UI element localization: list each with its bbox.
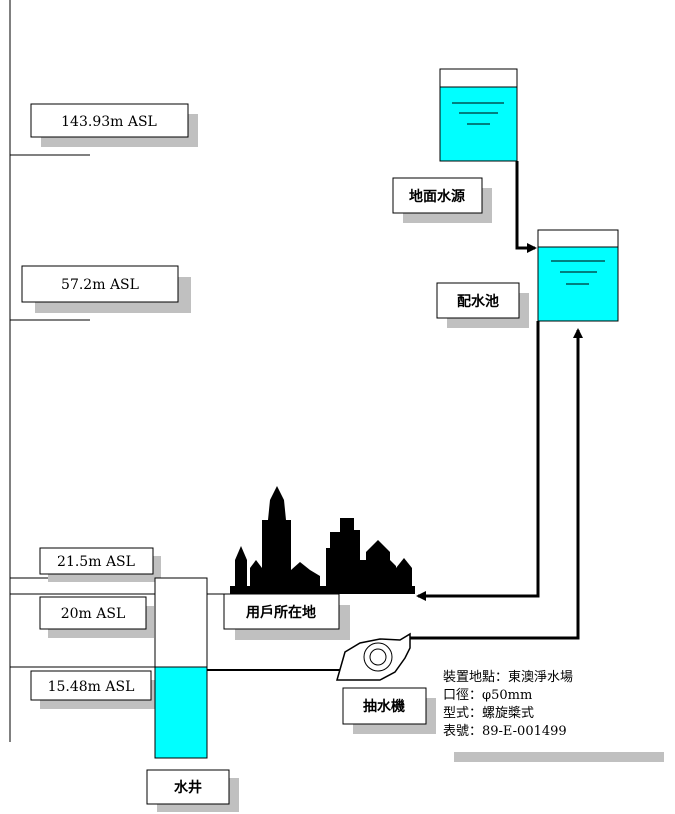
reservoir-label: 配水池 <box>436 282 529 328</box>
info-type: 型式：螺旋槳式 <box>443 706 534 721</box>
user-site-label: 用戶所在地 <box>223 593 350 640</box>
elevation-text: 20m ASL <box>61 606 126 622</box>
elevation-text: 21.5m ASL <box>57 554 135 570</box>
pump-icon <box>336 632 411 681</box>
elevation-label-15: 15.48m ASL <box>30 670 160 709</box>
svg-text:配水池: 配水池 <box>457 293 499 310</box>
elevation-text: 57.2m ASL <box>61 277 139 293</box>
pipe-source-to-reservoir <box>515 161 537 253</box>
elevation-text: 143.93m ASL <box>61 114 157 130</box>
svg-text:水井: 水井 <box>174 779 202 796</box>
svg-text:抽水機: 抽水機 <box>363 698 405 715</box>
well-label: 水井 <box>146 769 239 812</box>
svg-text:地面水源: 地面水源 <box>409 188 465 205</box>
pump-label: 抽水機 <box>342 687 436 734</box>
pipe-reservoir-to-city <box>416 321 540 601</box>
surface-water-label: 地面水源 <box>392 177 492 223</box>
reservoir-tank <box>537 229 619 322</box>
svg-text:用戶所在地: 用戶所在地 <box>246 604 316 621</box>
elevation-label-57: 57.2m ASL <box>21 265 191 313</box>
info-diameter: 口徑：φ50mm <box>443 688 532 703</box>
meter-info-box: 裝置地點：東澳淨水場 口徑：φ50mm 型式：螺旋槳式 表號：89-E-0014… <box>438 662 666 762</box>
elevation-label-21: 21.5m ASL <box>39 547 161 582</box>
info-meter-number: 表號：89-E-001499 <box>443 724 567 739</box>
elevation-text: 15.48m ASL <box>48 679 135 695</box>
pipe-pump-to-reservoir <box>410 328 583 640</box>
surface-water-tank <box>439 68 518 162</box>
info-location: 裝置地點：東澳淨水場 <box>443 669 573 685</box>
city-silhouette-icon <box>230 486 415 594</box>
elevation-label-143: 143.93m ASL <box>30 103 198 147</box>
elevation-label-20: 20m ASL <box>39 596 154 638</box>
well <box>154 577 208 759</box>
